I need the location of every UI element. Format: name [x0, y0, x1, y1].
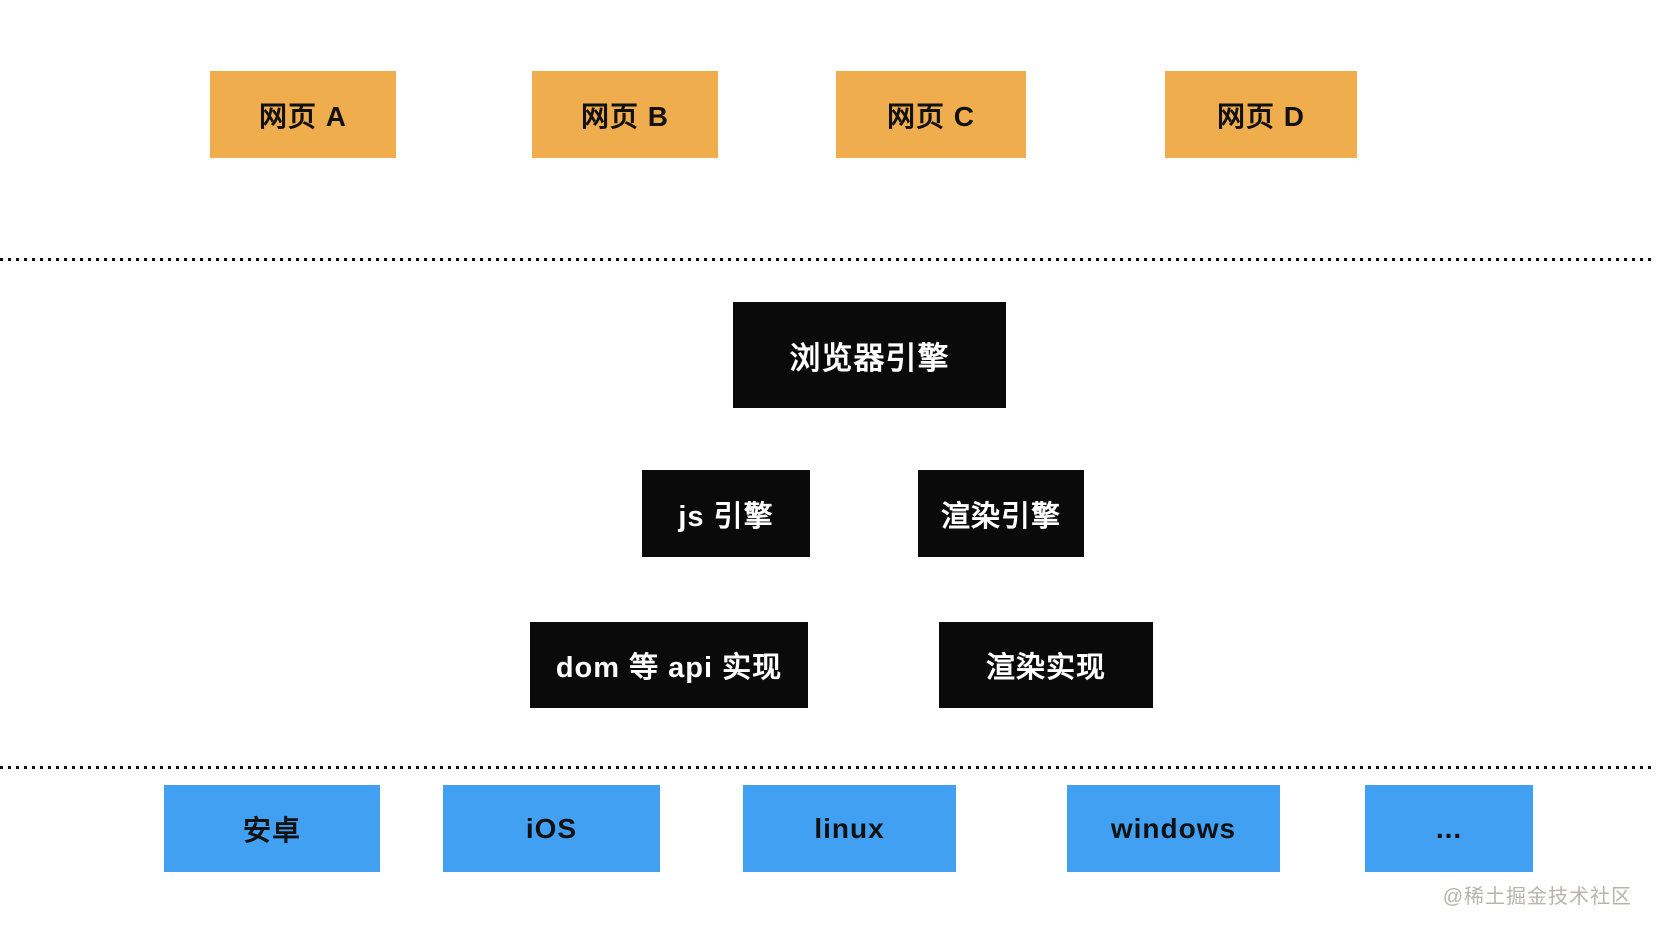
os-linux-label: linux: [814, 812, 885, 844]
render-engine-label: 渲染引擎: [940, 500, 1061, 533]
web-page-d-label: 网页 D: [1216, 100, 1305, 132]
os-windows-label: windows: [1110, 812, 1237, 844]
os-ios-box: iOS: [443, 785, 660, 872]
os-windows-box: windows: [1067, 785, 1280, 872]
os-linux-box: linux: [743, 785, 956, 872]
web-page-b-label: 网页 B: [580, 100, 669, 132]
os-android-box: 安卓: [164, 785, 380, 872]
os-ios-label: iOS: [525, 812, 578, 844]
js-engine-label: js 引擎: [678, 500, 774, 533]
os-more-label: ...: [1435, 812, 1463, 844]
dotted-divider-top: [0, 258, 1656, 261]
render-engine-box: 渲染引擎: [918, 470, 1084, 557]
render-impl-label: 渲染实现: [985, 652, 1106, 684]
render-impl-box: 渲染实现: [939, 622, 1153, 708]
web-page-b-box: 网页 B: [532, 71, 718, 158]
dotted-divider-bottom: [0, 766, 1656, 769]
web-page-c-label: 网页 C: [886, 100, 975, 132]
juejin-watermark: @稀土掘金技术社区: [1442, 886, 1632, 908]
web-page-d-box: 网页 D: [1165, 71, 1357, 158]
web-page-a-box: 网页 A: [210, 71, 396, 158]
js-engine-box: js 引擎: [642, 470, 810, 557]
os-android-label: 安卓: [242, 814, 301, 846]
web-page-c-box: 网页 C: [836, 71, 1026, 158]
web-page-a-label: 网页 A: [258, 100, 347, 132]
browser-engine-label: 浏览器引擎: [789, 340, 950, 376]
os-more-box: ...: [1365, 785, 1533, 872]
dom-api-impl-box: dom 等 api 实现: [530, 622, 808, 708]
dom-api-impl-label: dom 等 api 实现: [555, 652, 783, 684]
browser-engine-box: 浏览器引擎: [733, 302, 1006, 408]
